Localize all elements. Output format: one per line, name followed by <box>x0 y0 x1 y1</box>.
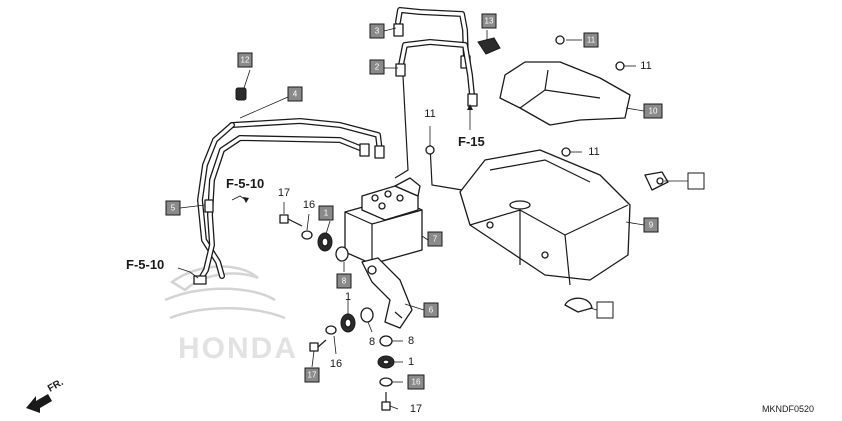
number-8-lower: 8 <box>408 335 414 347</box>
callout-13[interactable]: 13 <box>481 13 497 29</box>
cover-10 <box>499 35 631 126</box>
callout-1[interactable]: 1 <box>318 205 334 221</box>
callout-13-label: 13 <box>485 17 494 26</box>
callout-8-label: 8 <box>342 277 347 286</box>
callout-10[interactable]: 10 <box>643 103 663 119</box>
callout-2-label: 2 <box>375 63 380 72</box>
clamp-12 <box>235 87 247 101</box>
number-1-middle: 1 <box>345 291 351 303</box>
front-label: FR. <box>46 377 66 395</box>
washer-16-lower <box>325 325 337 335</box>
callout-16[interactable]: 16 <box>407 374 425 390</box>
grommet-1-upper <box>317 232 333 252</box>
callout-8[interactable]: 8 <box>336 273 352 289</box>
battery-tray-9 <box>425 144 631 286</box>
brake-pipe-4 <box>197 118 385 279</box>
callout-12-label: 12 <box>241 56 250 65</box>
washer-16-bottom <box>379 377 393 387</box>
brake-pipe-5 <box>193 135 370 285</box>
grommet-1-middle <box>340 313 356 333</box>
section-ref-f-15[interactable]: F-15 <box>458 134 485 149</box>
collar-8-lower <box>379 335 393 347</box>
brake-pipe-3 <box>393 7 471 69</box>
bracket-6 <box>361 257 413 329</box>
callout-9-label: 9 <box>649 221 654 230</box>
bolt-17-upper <box>279 214 303 227</box>
grommet-1-lower <box>377 355 395 369</box>
honda-watermark-text: HONDA <box>178 332 298 365</box>
callout-2[interactable]: 2 <box>369 59 385 75</box>
callout-10-label: 10 <box>649 107 658 116</box>
callout-9[interactable]: 9 <box>643 217 659 233</box>
collar-8-middle <box>360 307 374 323</box>
callout-11-label: 11 <box>587 36 596 45</box>
front-direction-arrow: FR. <box>26 377 66 413</box>
callout-16-label: 16 <box>412 378 421 387</box>
callout-3-label: 3 <box>375 27 380 36</box>
callout-17-label: 17 <box>308 371 317 380</box>
bolt-17-middle <box>309 339 327 352</box>
reference-box-clip-lower[interactable] <box>596 301 614 319</box>
callout-5-label: 5 <box>171 204 176 213</box>
hose-clip-right <box>644 171 669 191</box>
number-16-upper: 16 <box>303 199 315 211</box>
callout-12[interactable]: 12 <box>237 52 253 68</box>
section-ref-f-5-10-lower[interactable]: F-5-10 <box>126 257 164 272</box>
collar-8-upper <box>335 246 349 262</box>
washer-16-upper <box>301 230 313 240</box>
diagram-code: MKNDF0520 <box>762 404 814 414</box>
callout-3[interactable]: 3 <box>369 23 385 39</box>
callout-17[interactable]: 17 <box>304 367 320 383</box>
leader-lines <box>177 27 688 410</box>
callout-7-label: 7 <box>433 235 438 244</box>
number-8-middle: 8 <box>369 336 375 348</box>
callout-4-label: 4 <box>293 90 298 99</box>
number-11-tray: 11 <box>588 146 599 158</box>
callout-11-top[interactable]: 11 <box>583 32 599 48</box>
number-17-bottom: 17 <box>410 403 422 415</box>
callout-4[interactable]: 4 <box>287 86 303 102</box>
number-11-left: 11 <box>424 108 435 120</box>
clip-13 <box>477 37 501 55</box>
reference-box-clip-right[interactable] <box>687 172 705 190</box>
number-1-lower: 1 <box>408 356 414 368</box>
honda-watermark: HONDA <box>164 265 298 365</box>
callout-7[interactable]: 7 <box>427 231 443 247</box>
number-17-upper: 17 <box>278 187 290 199</box>
bolt-11-tray <box>561 147 571 157</box>
hose-clip-lower <box>564 297 593 313</box>
bolt-17-bottom <box>381 392 391 411</box>
brake-pipe-2 <box>394 39 478 179</box>
callout-6-label: 6 <box>429 306 434 315</box>
abs-modulator-7 <box>344 177 423 265</box>
callout-6[interactable]: 6 <box>423 302 439 318</box>
number-16-lower: 16 <box>330 358 342 370</box>
callout-5[interactable]: 5 <box>165 200 181 216</box>
callout-1-label: 1 <box>324 209 329 218</box>
section-ref-f-5-10-upper[interactable]: F-5-10 <box>226 176 264 191</box>
number-11-right: 11 <box>640 60 651 72</box>
